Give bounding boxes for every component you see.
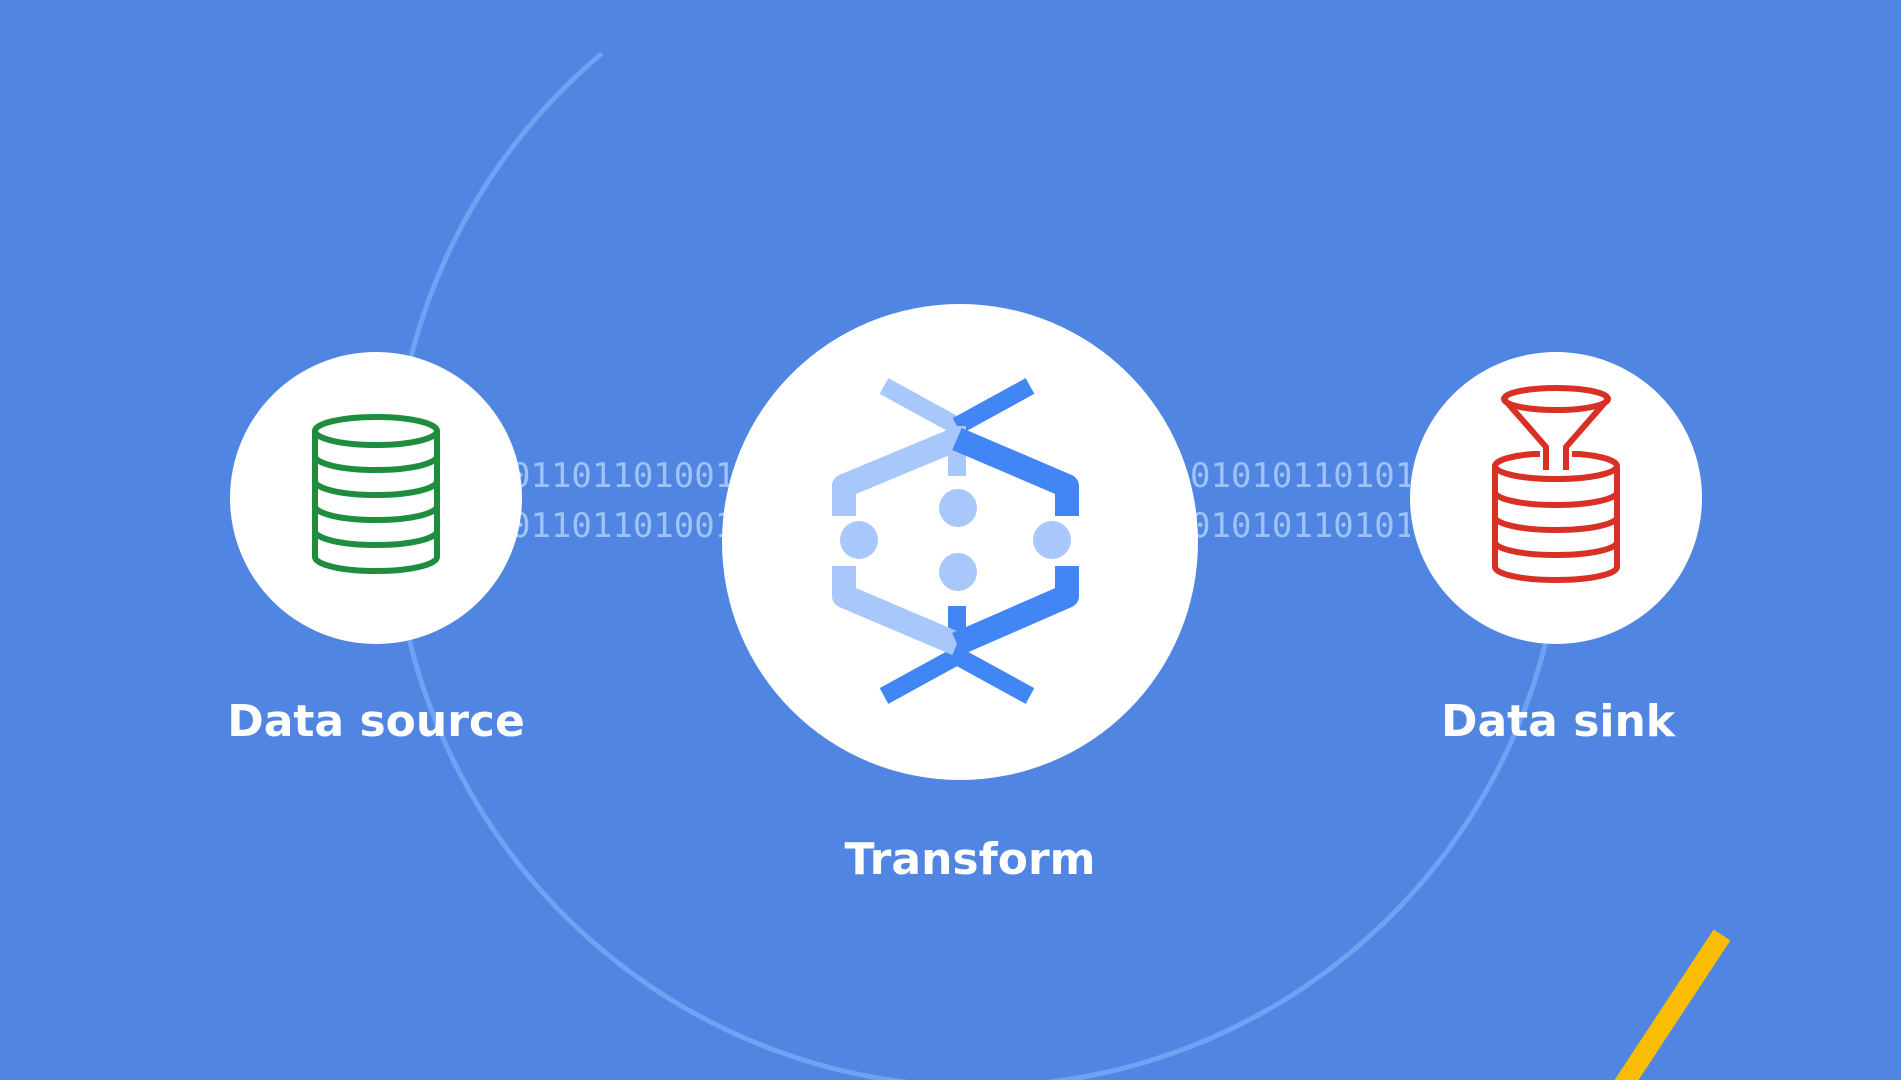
database-funnel-icon <box>1492 385 1620 583</box>
binary-stream-left: 01101101001 01101101001 <box>510 451 730 551</box>
decorative-ring-arc <box>390 52 1548 1080</box>
binary-stream-line: 01010110101 <box>1190 506 1410 546</box>
binary-stream-line: 01010110101 <box>1190 456 1410 496</box>
data-source-node <box>230 352 522 644</box>
accent-stroke <box>1614 929 1731 1080</box>
transform-node <box>722 304 1198 780</box>
data-source-label: Data source <box>227 696 525 747</box>
transform-label: Transform <box>844 834 1096 885</box>
binary-stream-line: 01101101001 <box>510 506 730 546</box>
binary-stream-right: 01010110101 01010110101 <box>1190 451 1410 551</box>
dataflow-icon <box>832 378 1079 704</box>
binary-stream-line: 01101101001 <box>510 456 730 496</box>
database-icon <box>312 414 440 574</box>
data-sink-node <box>1410 352 1702 644</box>
data-sink-label: Data sink <box>1440 696 1676 747</box>
